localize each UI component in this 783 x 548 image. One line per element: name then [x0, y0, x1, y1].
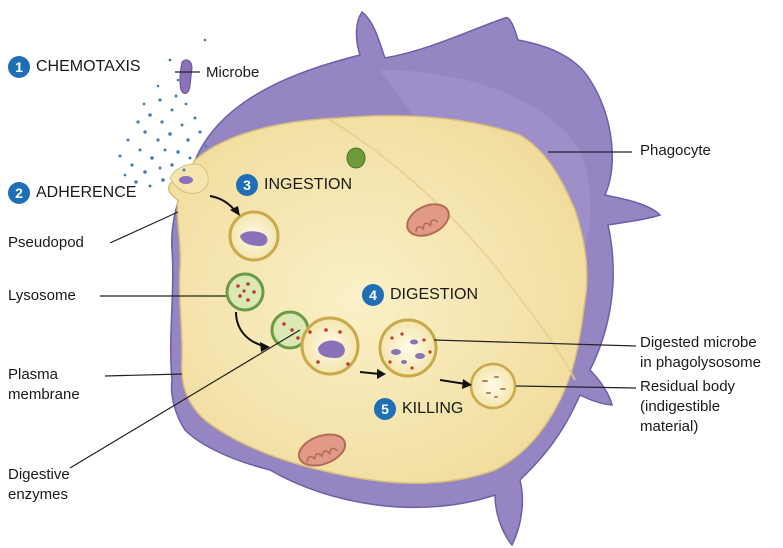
label-plasma-membrane-1: Plasma — [8, 366, 58, 384]
step-label-chemotaxis: CHEMOTAXIS — [36, 58, 141, 76]
label-residual-body-1: Residual body — [640, 378, 735, 396]
residual-body — [471, 364, 515, 408]
step-digestion: 4 DIGESTION — [362, 284, 478, 306]
step-label-ingestion: INGESTION — [264, 176, 352, 194]
step-badge-2: 2 — [8, 182, 30, 204]
label-digested-microbe-1: Digested microbe — [640, 334, 757, 352]
label-residual-body-2: (indigestible — [640, 398, 720, 416]
phagolysosome — [380, 320, 436, 376]
label-lysosome: Lysosome — [8, 287, 76, 305]
microbe-shape — [180, 60, 192, 93]
step-badge-4: 4 — [362, 284, 384, 306]
step-badge-5: 5 — [374, 398, 396, 420]
step-label-digestion: DIGESTION — [390, 286, 478, 304]
label-microbe: Microbe — [206, 64, 259, 82]
step-killing: 5 KILLING — [374, 398, 463, 420]
label-plasma-membrane-2: membrane — [8, 386, 80, 404]
step-adherence: 2 ADHERENCE — [8, 182, 136, 204]
label-digestive-enzymes-1: Digestive — [8, 466, 70, 484]
label-phagocyte: Phagocyte — [640, 142, 711, 160]
label-digestive-enzymes-2: enzymes — [8, 486, 68, 504]
step-chemotaxis: 1 CHEMOTAXIS — [8, 56, 141, 78]
step-label-adherence: ADHERENCE — [36, 184, 136, 202]
step-ingestion: 3 INGESTION — [236, 174, 352, 196]
label-digested-microbe-2: in phagolysosome — [640, 354, 761, 372]
step-label-killing: KILLING — [402, 400, 463, 418]
label-pseudopod: Pseudopod — [8, 234, 84, 252]
label-residual-body-3: material) — [640, 418, 698, 436]
step-badge-3: 3 — [236, 174, 258, 196]
granule — [347, 148, 365, 168]
step-badge-1: 1 — [8, 56, 30, 78]
adhering-microbe — [179, 176, 193, 184]
